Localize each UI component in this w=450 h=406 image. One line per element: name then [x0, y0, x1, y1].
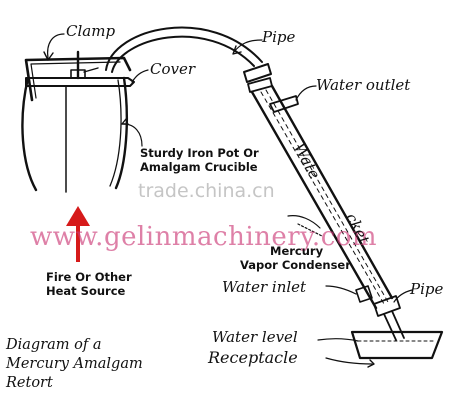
label-fire: Fire Or Other Heat Source — [46, 270, 132, 298]
water-inlet-nozzle — [355, 285, 373, 303]
fire-arrow — [66, 206, 90, 262]
label-cover: Cover — [150, 60, 196, 78]
label-fire-line1: Fire Or Other — [46, 270, 132, 284]
label-clamp: Clamp — [66, 22, 116, 40]
iron-pot — [21, 76, 128, 193]
cover — [25, 77, 135, 87]
watermark-trade: trade.china.cn — [138, 180, 275, 202]
title-line3: Retort — [6, 375, 53, 391]
pipe-fitting — [243, 63, 273, 93]
clamp — [24, 50, 132, 102]
label-water-outlet: Water outlet — [316, 76, 411, 94]
watermark-gelin: www.gelinmachinery.com — [30, 222, 378, 252]
leader-lines — [47, 33, 413, 365]
label-pot-line2: Amalgam Crucible — [140, 160, 258, 174]
diagram-title: Diagram of a Mercury Amalgam Retort — [6, 336, 143, 393]
label-fire-line2: Heat Source — [46, 284, 126, 298]
pipe — [105, 26, 263, 73]
label-water-inlet: Water inlet — [222, 278, 307, 296]
label-pipe-bottom: Pipe — [410, 280, 444, 298]
label-receptacle: Receptacle — [208, 348, 298, 367]
title-line1: Diagram of a — [6, 337, 102, 353]
label-condenser-line1: Mercury — [270, 244, 324, 258]
label-condenser-line2: Vapor Condenser — [240, 258, 351, 272]
receptacle — [350, 330, 444, 360]
label-water-level: Water level — [212, 328, 298, 346]
water-outlet-nozzle — [269, 95, 299, 113]
bottom-pipe — [373, 295, 405, 341]
label-pot: Sturdy Iron Pot Or Amalgam Crucible — [140, 146, 259, 174]
leader-arrowheads — [43, 45, 375, 368]
label-pot-line1: Sturdy Iron Pot Or — [140, 146, 259, 160]
label-condenser: Mercury Vapor Condenser — [240, 244, 351, 272]
condenser-jacket — [250, 84, 394, 310]
label-pipe-top: Pipe — [262, 28, 296, 46]
title-line2: Mercury Amalgam — [6, 356, 143, 372]
